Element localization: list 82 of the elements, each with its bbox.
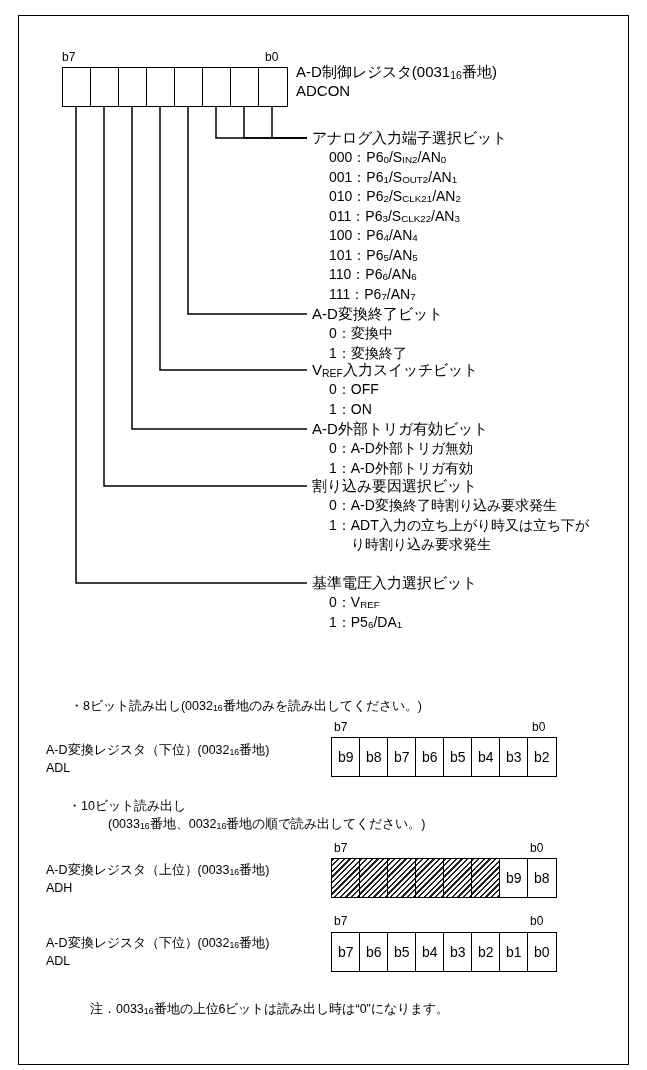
section-note: (0033$_{16}$番地、0032$_{16}$番地の順で読み出してください。) (108, 816, 426, 832)
bit-cell (202, 67, 232, 107)
option-text: 111：P6$_{7}$/AN$_{7}$ (329, 284, 417, 304)
bit-cell: b9 (331, 737, 361, 777)
hatched-bit-cell (387, 858, 417, 898)
bit-cell: b9 (499, 858, 529, 898)
bit-cell (258, 67, 288, 107)
bit-cell: b3 (443, 932, 473, 972)
option-text: 1：ON (329, 399, 373, 419)
bit-label: b0 (530, 840, 544, 856)
bit-cell: b1 (499, 932, 529, 972)
option-text: 101：P6$_{5}$/AN$_{5}$ (329, 245, 419, 265)
field-heading: アナログ入力端子選択ビット (311, 128, 508, 148)
bit-cell: b6 (415, 737, 445, 777)
option-text: 000：P6$_{0}$/S$_{IN2}$/AN$_{0}$ (329, 148, 448, 168)
bit-cell: b7 (331, 932, 361, 972)
option-text: 100：P6$_{4}$/AN$_{4}$ (329, 226, 419, 246)
register-abbrev: ADL (46, 953, 71, 969)
leader-line (271, 106, 308, 139)
register-name: A-D制御レジスタ(0031$_{16}$番地) (296, 63, 497, 81)
bit-cell: b3 (499, 737, 529, 777)
bit-cell: b5 (387, 932, 417, 972)
bit-cell (118, 67, 148, 107)
option-text: 011：P6$_{3}$/S$_{CLK22}$/AN$_{3}$ (329, 206, 461, 226)
leader-line (187, 106, 308, 315)
bit-label: b7 (334, 719, 348, 735)
option-text: 1：P5$_{6}$/DA$_{1}$ (329, 612, 404, 632)
bit-cell: b2 (527, 737, 557, 777)
option-text: 001：P6$_{1}$/S$_{OUT2}$/AN$_{1}$ (329, 167, 459, 187)
register-name: A-D変換レジスタ（上位）(0033$_{16}$番地) (46, 862, 270, 878)
bit-cell (174, 67, 204, 107)
bit-label: b0 (532, 719, 546, 735)
option-text: 0：OFF (329, 380, 380, 399)
hatched-bit-cell (443, 858, 473, 898)
note-text: 注．0033$_{16}$番地の上位6ビットは読み出し時は“0”になります。 (90, 1001, 449, 1017)
register-abbrev: ADL (46, 760, 71, 776)
bit-cell (62, 67, 92, 107)
field-heading: V$_{REF}$入力スイッチビット (311, 360, 479, 380)
bit-cell: b0 (527, 932, 557, 972)
option-text: 0：A-D外部トリガ無効 (329, 439, 474, 458)
bit-cell: b5 (443, 737, 473, 777)
option-text: 0：変換中 (329, 324, 394, 343)
bit-cell: b2 (471, 932, 501, 972)
bit-cell: b4 (471, 737, 501, 777)
option-text: 0：V$_{REF}$ (329, 593, 381, 613)
option-text: 1：変換終了 (329, 343, 408, 362)
field-heading: 基準電圧入力選択ビット (311, 573, 478, 593)
section-heading: ・8ビット読み出し(0032$_{16}$番地のみを読み出してください。) (70, 698, 422, 714)
register-name: A-D変換レジスタ（下位）(0032$_{16}$番地) (46, 935, 270, 951)
option-text: 0：A-D変換終了時割り込み要求発生 (329, 496, 558, 515)
bit-label: b7 (334, 840, 348, 856)
bit-label: b0 (530, 913, 544, 929)
option-text: 1：ADT入力の立ち上がり時又は立ち下がり時割り込み要求発生 (329, 515, 590, 554)
bit-cell: b8 (359, 737, 389, 777)
hatched-bit-cell (415, 858, 445, 898)
leader-line (131, 106, 308, 430)
hatched-bit-cell (471, 858, 501, 898)
option-text: 010：P6$_{2}$/S$_{CLK21}$/AN$_{2}$ (329, 187, 462, 207)
field-heading: 割り込み要因選択ビット (311, 476, 478, 496)
leader-line (103, 106, 308, 487)
register-name: A-D変換レジスタ（下位）(0032$_{16}$番地) (46, 742, 270, 758)
bit-cell (90, 67, 120, 107)
register-abbrev: ADCON (296, 82, 351, 100)
register-abbrev: ADH (46, 880, 73, 896)
bit-cell: b6 (359, 932, 389, 972)
bit-cell (230, 67, 260, 107)
field-heading: A-D外部トリガ有効ビット (311, 419, 489, 439)
bit-label: b0 (265, 49, 279, 65)
section-heading: ・10ビット読み出し (68, 798, 186, 814)
option-text: 1：A-D外部トリガ有効 (329, 458, 474, 478)
leader-line (75, 106, 308, 584)
bit-label: b7 (62, 49, 76, 65)
field-heading: A-D変換終了ビット (311, 304, 444, 324)
bit-cell: b7 (387, 737, 417, 777)
bit-cell: b4 (415, 932, 445, 972)
bit-cell: b8 (527, 858, 557, 898)
hatched-bit-cell (331, 858, 361, 898)
bit-cell (146, 67, 176, 107)
leader-line (159, 106, 308, 371)
bit-label: b7 (334, 913, 348, 929)
option-text: 110：P6$_{6}$/AN$_{6}$ (329, 265, 418, 285)
hatched-bit-cell (359, 858, 389, 898)
